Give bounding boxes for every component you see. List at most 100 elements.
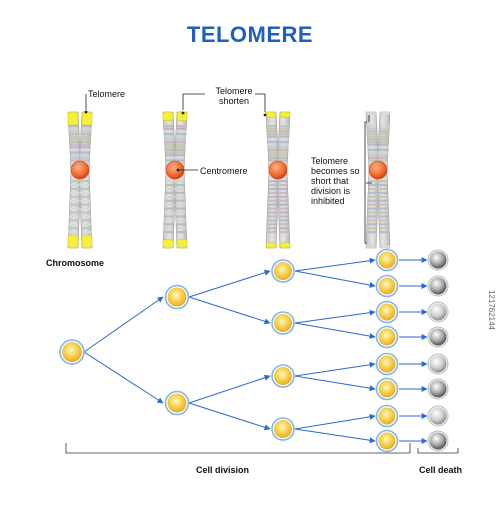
daughter-cell-gen3 xyxy=(378,328,396,346)
chromosome-band xyxy=(378,199,389,202)
chromosome-band xyxy=(266,135,277,138)
chromosome-band xyxy=(277,187,288,191)
chromosome-band xyxy=(279,130,290,133)
chromosome-band xyxy=(278,215,289,218)
chromosome-band xyxy=(68,219,79,222)
chromosome-band xyxy=(68,125,78,128)
chromosome-band xyxy=(279,227,290,230)
chromosome-band xyxy=(174,156,185,159)
chromosome-4 xyxy=(365,111,391,249)
telomere-inhibited-label: Telomere becomes so short that division … xyxy=(311,156,360,206)
chromosome-band xyxy=(278,203,289,206)
chromosome-band xyxy=(277,195,288,198)
chromosome-band xyxy=(79,159,90,162)
chromosome-band xyxy=(68,127,79,130)
chromosome-band xyxy=(69,138,80,141)
chromosome-band xyxy=(80,140,91,144)
dead-cell xyxy=(429,380,447,398)
chromosome-band xyxy=(367,211,378,214)
chromosome-band xyxy=(268,151,279,154)
centromere xyxy=(70,160,90,180)
centromere xyxy=(368,160,388,180)
chromosome-band xyxy=(278,143,289,146)
daughter-cell-gen2 xyxy=(274,367,292,385)
chromosome-band xyxy=(175,199,186,202)
chromosome-band xyxy=(279,223,290,226)
chromosome-band xyxy=(367,146,378,149)
chromosome-band xyxy=(366,130,377,133)
chromosome-band xyxy=(278,207,289,210)
chromosome-band xyxy=(80,138,91,141)
chromosome-band xyxy=(277,183,288,187)
chromosome-band xyxy=(82,125,92,128)
chromosome-band xyxy=(79,183,90,187)
chromosome-band xyxy=(379,132,390,136)
chromosome-band xyxy=(70,191,81,194)
chromosome-band xyxy=(81,135,92,138)
chromosome-band xyxy=(68,130,79,133)
chromosome-band xyxy=(269,180,279,183)
cell-death-label: Cell death xyxy=(419,465,463,475)
chromosome-band xyxy=(79,154,90,157)
chromosome-band xyxy=(174,159,185,162)
daughter-cell-gen1 xyxy=(167,393,187,413)
chromosome-band xyxy=(367,203,378,206)
chromosome-band xyxy=(174,195,185,198)
chromosome-band xyxy=(164,143,175,146)
chromosome-band xyxy=(176,223,187,226)
chromosome-band xyxy=(267,207,278,210)
chromosome-band xyxy=(164,138,175,141)
chromosome-band xyxy=(368,154,379,157)
chromosome-band xyxy=(70,156,81,159)
chromosome-band xyxy=(71,180,81,183)
chromosome-band xyxy=(366,127,377,130)
chromosome-band xyxy=(379,227,390,230)
chromosome-band xyxy=(163,132,174,136)
telomere-cap-bottom xyxy=(67,234,79,249)
division-arrow xyxy=(188,269,271,298)
chromosome-band xyxy=(164,211,175,214)
chromosome-band xyxy=(80,148,91,151)
chromosome-band xyxy=(165,151,176,154)
chromosome-band xyxy=(68,135,79,138)
chromosome-band xyxy=(80,215,91,218)
chromosome-band xyxy=(69,140,80,144)
division-arrow xyxy=(83,296,164,353)
chromosome-band xyxy=(378,203,389,206)
chromosome-band xyxy=(366,219,377,222)
chromosome-band xyxy=(377,156,388,159)
chromosome-band xyxy=(379,130,390,133)
telomere-cap-top xyxy=(81,111,93,126)
chromosome-band xyxy=(81,130,92,133)
page-title: TELOMERE xyxy=(186,22,314,47)
leader-dot xyxy=(181,111,185,115)
telomere-shorten-label: Telomere shorten xyxy=(215,86,253,106)
chromosome-band xyxy=(368,191,379,194)
chromosome-band xyxy=(176,132,187,136)
chromosome-band xyxy=(80,199,91,202)
chromosome-band xyxy=(174,154,185,157)
chromosome-band xyxy=(367,207,378,210)
chromosome-band xyxy=(69,215,80,218)
chromosome-2 xyxy=(162,111,188,249)
daughter-cell-gen2 xyxy=(274,314,292,332)
cell-division-tree xyxy=(59,248,459,454)
chromosome-band xyxy=(163,130,174,133)
chromosome-band xyxy=(277,154,288,157)
chromosome-band xyxy=(69,148,80,151)
chromosome-band xyxy=(165,154,176,157)
daughter-cell-gen3 xyxy=(378,407,396,425)
chromosome-band xyxy=(81,227,92,230)
chromosome-band xyxy=(267,199,278,202)
cell-death-bracket xyxy=(417,448,459,454)
chromosome-band xyxy=(165,159,176,162)
division-arrow xyxy=(294,270,376,288)
chromosome-band xyxy=(266,219,277,222)
chromosome-band xyxy=(279,132,290,136)
chromosome-band xyxy=(268,156,279,159)
chromosome-band xyxy=(79,151,90,154)
telomere-cap-bottom xyxy=(265,242,277,249)
daughter-cell-gen3 xyxy=(378,355,396,373)
chromosome-band xyxy=(366,223,377,226)
chromosome-band xyxy=(277,159,288,162)
